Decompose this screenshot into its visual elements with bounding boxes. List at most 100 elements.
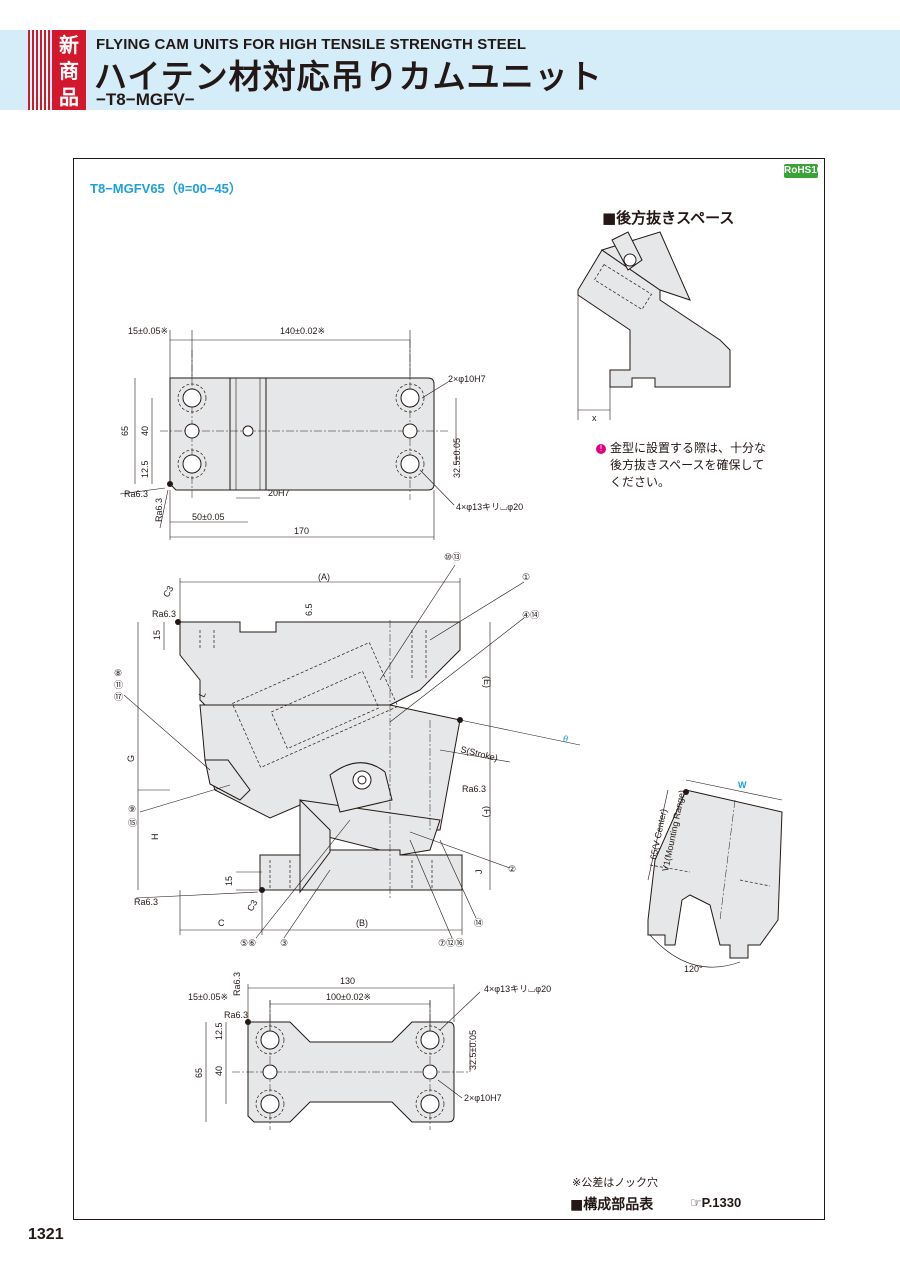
top-bolt-hole-4 bbox=[400, 454, 420, 474]
callout-9: ⑨ bbox=[128, 804, 136, 814]
driver-tip bbox=[204, 759, 251, 801]
bottom-dim-40: 40 bbox=[214, 1066, 224, 1076]
badge-line-3: 品 bbox=[59, 85, 79, 109]
dim-40: 40 bbox=[140, 426, 150, 436]
bottom-dim-bolt: 4×φ13キリ⌴φ20 bbox=[484, 984, 551, 994]
bottom-dim-32-5: 32.5±0.05 bbox=[468, 1030, 478, 1070]
badge-line-1: 新 bbox=[59, 33, 79, 57]
dim-170: 170 bbox=[294, 526, 309, 536]
bottom-bolt-hole-1 bbox=[260, 1030, 280, 1050]
tolerance-note: ※公差はノック穴 bbox=[572, 1176, 658, 1189]
top-view: 15±0.05※ 140±0.02※ 2×φ10H7 65 40 12.5 32… bbox=[119, 326, 523, 540]
dim-theta: θ bbox=[563, 734, 568, 744]
bottom-bolt-hole-3 bbox=[420, 1030, 440, 1050]
dim-15: 15±0.05※ bbox=[128, 326, 168, 336]
header-stripes bbox=[28, 30, 50, 110]
bottom-pin-hole-2 bbox=[422, 1064, 438, 1080]
dim-15-bottom: 15 bbox=[224, 876, 234, 886]
page-reference-link[interactable]: ☞P.1330 bbox=[690, 1195, 742, 1210]
dim-c: C bbox=[218, 918, 225, 928]
dim-140: 140±0.02※ bbox=[280, 326, 325, 336]
clearance-title: ■後方抜きスペース bbox=[602, 209, 735, 227]
english-title: FLYING CAM UNITS FOR HIGH TENSILE STRENG… bbox=[96, 36, 527, 53]
dim-12-5: 12.5 bbox=[140, 460, 150, 478]
base-web bbox=[299, 798, 331, 894]
bottom-bolt-hole-2 bbox=[260, 1094, 280, 1114]
top-bolt-hole-2 bbox=[182, 454, 202, 474]
callout-15: ⑮ bbox=[128, 818, 137, 828]
clearance-note: ! 金型に設置する際は、十分な 後方抜きスペースを確保して ください。 bbox=[596, 440, 786, 491]
japanese-title: ハイテン材対応吊りカムユニット bbox=[94, 57, 603, 96]
callout-11: ⑪ bbox=[114, 680, 123, 690]
bottom-dim-15: 15±0.05※ bbox=[188, 992, 228, 1002]
side-angle: 120° bbox=[684, 964, 703, 974]
dim-h: H bbox=[150, 834, 160, 841]
bottom-dim-100: 100±0.02※ bbox=[326, 992, 371, 1002]
caution-icon: ! bbox=[596, 444, 606, 454]
model-series: −T8−MGFV− bbox=[96, 90, 195, 109]
bottom-bolt-hole-4 bbox=[420, 1094, 440, 1114]
dim-a: (A) bbox=[318, 572, 330, 582]
dim-f: (F) bbox=[482, 806, 492, 818]
clearance-view: x bbox=[577, 231, 731, 423]
note-line-1: 金型に設置する際は、十分な bbox=[610, 441, 767, 455]
dim-g: G bbox=[126, 755, 136, 762]
side-body bbox=[647, 789, 783, 959]
bottom-pin-hole-1 bbox=[262, 1064, 278, 1080]
top-pin-hole-1 bbox=[184, 423, 200, 439]
chamfer-top: C3 bbox=[161, 584, 175, 599]
callout-4-14: ④⑭ bbox=[522, 610, 539, 620]
bottom-roughness-2: Ra6.3 bbox=[232, 972, 242, 996]
dim-32-5: 32.5±0.05 bbox=[452, 438, 462, 478]
bottom-dim-65: 65 bbox=[194, 1068, 204, 1078]
bottom-dim-130: 130 bbox=[340, 976, 355, 986]
dim-b: (B) bbox=[356, 918, 368, 928]
bottom-roughness-1: Ra6.3 bbox=[224, 1010, 248, 1020]
dim-bolt: 4×φ13キリ⌴φ20 bbox=[456, 502, 523, 512]
chamfer-bottom: C3 bbox=[245, 898, 259, 913]
dim-l: L bbox=[197, 690, 208, 699]
callout-14: ⑭ bbox=[474, 918, 483, 928]
side-w-label: W bbox=[738, 780, 747, 790]
dim-pin: 2×φ10H7 bbox=[448, 374, 486, 384]
roughness-1: Ra6.3 bbox=[124, 489, 148, 499]
note-line-2: 後方抜きスペースを確保して bbox=[610, 458, 765, 472]
dim-6-5: 6.5 bbox=[304, 603, 314, 616]
dim-50: 50±0.05 bbox=[192, 512, 224, 522]
top-view-slot bbox=[229, 377, 267, 491]
callout-7-12-16: ⑦⑫⑯ bbox=[438, 938, 464, 948]
callout-10-13: ⑩⑬ bbox=[444, 552, 461, 562]
new-product-badge: 新 商 品 bbox=[52, 30, 86, 110]
callout-5-6: ⑤⑥ bbox=[240, 938, 256, 948]
roughness-bottom: Ra6.3 bbox=[134, 897, 158, 907]
callout-2: ② bbox=[508, 864, 516, 874]
dim-15-top: 15 bbox=[152, 630, 162, 640]
callout-3: ③ bbox=[280, 938, 288, 948]
dim-j: J bbox=[474, 870, 484, 875]
roughness-mid: Ra6.3 bbox=[462, 784, 486, 794]
roughness-top: Ra6.3 bbox=[152, 609, 176, 619]
callout-17: ⑰ bbox=[114, 692, 123, 702]
callout-8: ⑧ bbox=[114, 668, 122, 678]
front-view: (A) (B) C (E) (F) G H J L S(Stroke) θ 6.… bbox=[114, 552, 581, 948]
bottom-dim-pin: 2×φ10H7 bbox=[464, 1093, 502, 1103]
parts-list-label: ■構成部品表 bbox=[570, 1197, 654, 1213]
section-title: T8−MGFV65（θ=00−45） bbox=[90, 181, 242, 196]
header-band bbox=[0, 30, 900, 110]
top-bolt-hole-3 bbox=[400, 388, 420, 408]
dim-e: (E) bbox=[482, 676, 492, 688]
top-pin-hole-2 bbox=[402, 423, 418, 439]
bottom-dim-12-5: 12.5 bbox=[214, 1022, 224, 1040]
dim-20h7: 20H7 bbox=[268, 488, 290, 498]
page-number: 1321 bbox=[28, 1226, 64, 1243]
drawing-frame bbox=[73, 158, 825, 1220]
clearance-x: x bbox=[592, 413, 597, 423]
callout-1: ① bbox=[522, 572, 530, 582]
roughness-2: Ra6.3 bbox=[154, 498, 164, 522]
dim-65: 65 bbox=[120, 426, 130, 436]
rohs-badge: RoHS10 bbox=[784, 164, 823, 178]
bottom-view: 130 100±0.02※ 15±0.05※ 4×φ13キリ⌴φ20 12.5 … bbox=[188, 972, 551, 1130]
note-line-3: ください。 bbox=[610, 475, 671, 489]
badge-line-2: 商 bbox=[59, 59, 79, 83]
